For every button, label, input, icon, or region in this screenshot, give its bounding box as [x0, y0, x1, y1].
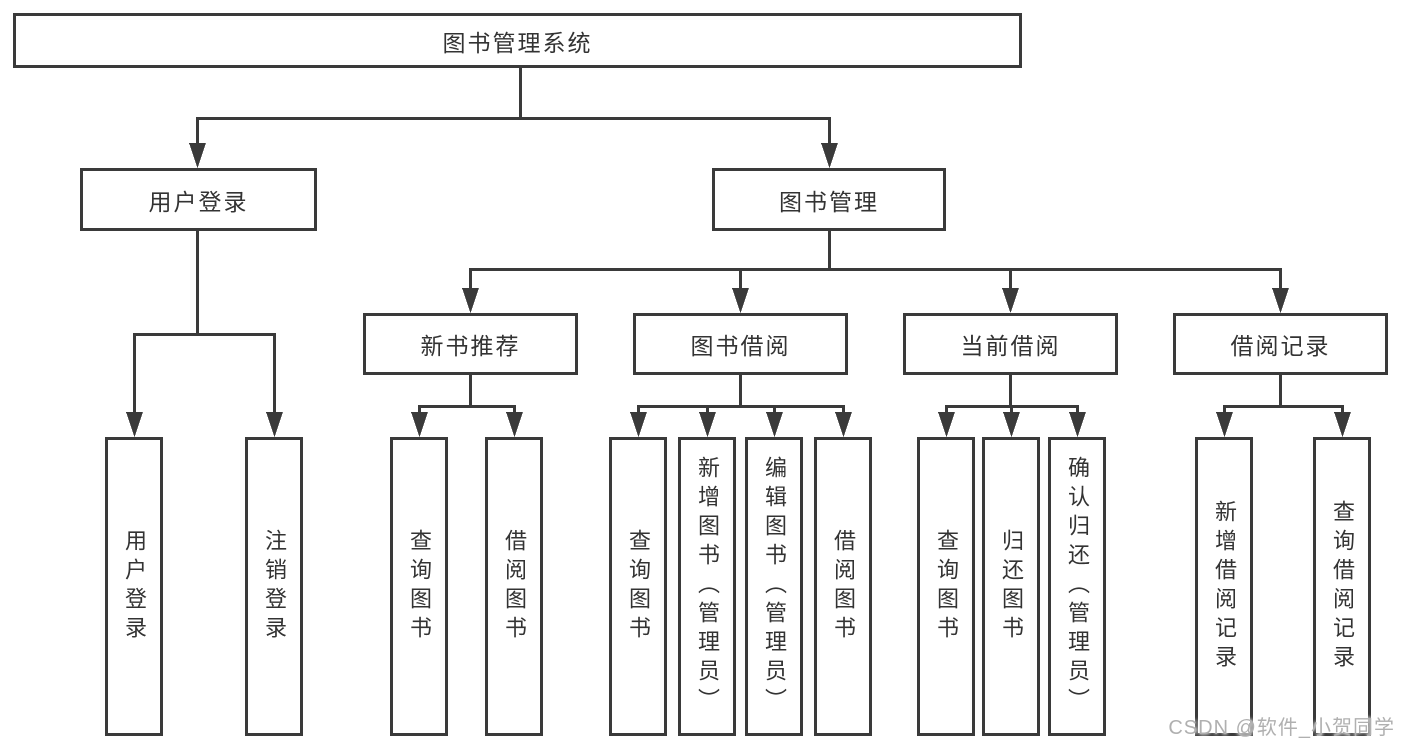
node-user-login-label: 用户登录: [148, 188, 249, 215]
node-current-borrow: 当前借阅: [903, 313, 1118, 375]
leaf-add-books-admin-label: 新增图书（管理员）: [695, 456, 720, 717]
leaf-user-login-label: 用户登录: [122, 528, 147, 645]
leaf-borrow-books: 借阅图书: [814, 437, 872, 736]
leaf-query-books-recommend-label: 查询图书: [407, 528, 432, 645]
node-book-management-label: 图书管理: [779, 188, 879, 215]
node-current-borrow-label: 当前借阅: [960, 333, 1061, 359]
node-book-borrow-label: 图书借阅: [690, 333, 791, 359]
leaf-query-books-recommend: 查询图书: [390, 437, 448, 736]
leaf-query-books-current: 查询图书: [917, 437, 975, 736]
arrowheads: [126, 143, 1351, 437]
leaf-add-books-admin: 新增图书（管理员）: [678, 437, 736, 736]
node-new-book-recommend-label: 新书推荐: [420, 333, 521, 359]
leaf-query-books-current-label: 查询图书: [934, 528, 959, 645]
leaf-confirm-return-admin-label: 确认归还（管理员）: [1065, 456, 1090, 717]
leaf-confirm-return-admin: 确认归还（管理员）: [1048, 437, 1106, 736]
leaf-return-books-label: 归还图书: [999, 528, 1024, 645]
leaf-user-login: 用户登录: [105, 437, 163, 736]
node-root-label: 图书管理系统: [442, 29, 593, 56]
node-user-login: 用户登录: [80, 168, 317, 231]
node-book-management: 图书管理: [712, 168, 946, 231]
node-root: 图书管理系统: [13, 13, 1022, 68]
leaf-edit-books-admin-label: 编辑图书（管理员）: [762, 456, 787, 717]
leaf-add-borrow-record-label: 新增借阅记录: [1212, 499, 1237, 674]
leaf-borrow-books-label: 借阅图书: [831, 528, 856, 645]
node-book-borrow: 图书借阅: [633, 313, 848, 375]
leaf-query-borrow-record-label: 查询借阅记录: [1330, 499, 1355, 674]
leaf-return-books: 归还图书: [982, 437, 1040, 736]
leaf-logout: 注销登录: [245, 437, 303, 736]
leaf-logout-label: 注销登录: [262, 528, 287, 645]
node-borrow-records-label: 借阅记录: [1230, 333, 1331, 359]
node-new-book-recommend: 新书推荐: [363, 313, 578, 375]
node-borrow-records: 借阅记录: [1173, 313, 1388, 375]
leaf-query-books-borrow: 查询图书: [609, 437, 667, 736]
leaf-edit-books-admin: 编辑图书（管理员）: [745, 437, 803, 736]
csdn-watermark: CSDN @软件_小贺同学: [1168, 717, 1395, 739]
leaf-query-books-borrow-label: 查询图书: [626, 528, 651, 645]
leaf-query-borrow-record: 查询借阅记录: [1313, 437, 1371, 736]
leaf-borrow-books-recommend: 借阅图书: [485, 437, 543, 736]
leaf-add-borrow-record: 新增借阅记录: [1195, 437, 1253, 736]
leaf-borrow-books-recommend-label: 借阅图书: [502, 528, 527, 645]
